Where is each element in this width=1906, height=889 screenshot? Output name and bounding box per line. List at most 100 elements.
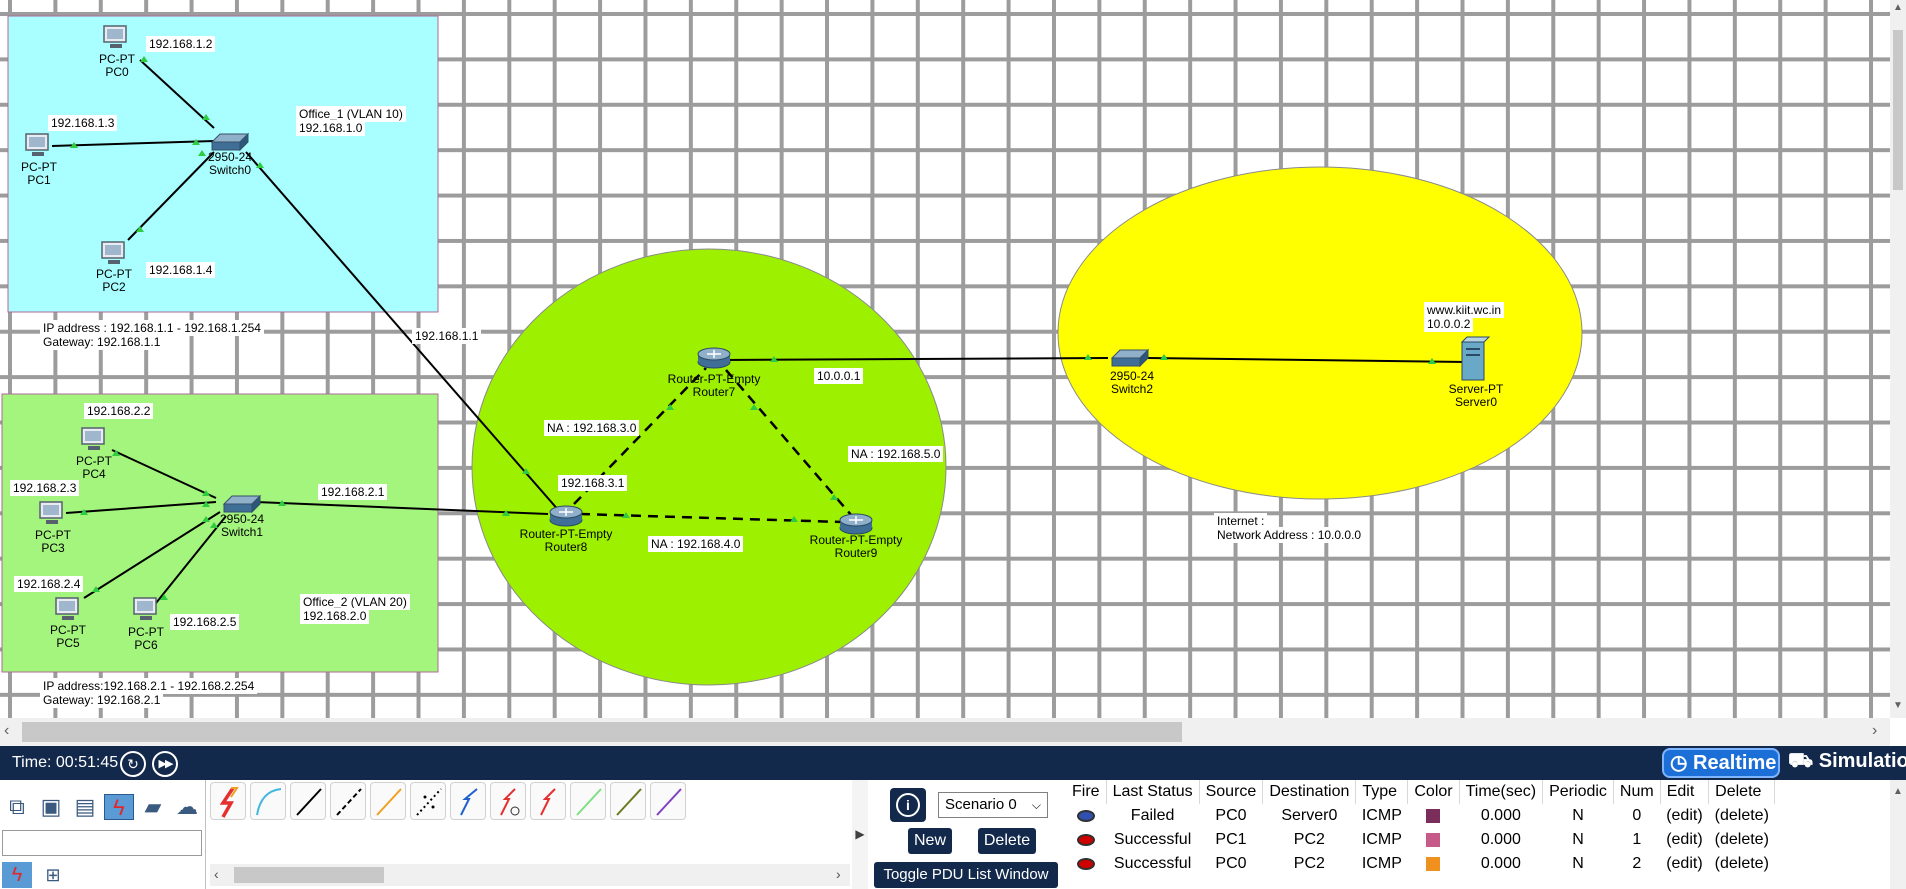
cable-scroll-thumb[interactable]: [234, 867, 384, 883]
crossover-cable-icon[interactable]: [330, 782, 366, 820]
row-edit-link[interactable]: (edit): [1666, 855, 1703, 872]
router7-icon[interactable]: [697, 347, 731, 369]
power-cycle-devices-icon[interactable]: ↻: [120, 751, 146, 777]
link-pc1-switch0[interactable]: [51, 140, 215, 147]
pc2-icon[interactable]: [101, 241, 125, 264]
multiuser-connection-icon[interactable]: ☁: [176, 794, 198, 819]
server0-icon[interactable]: [1460, 336, 1491, 381]
row-delete-link[interactable]: (delete): [1714, 807, 1769, 824]
workspace-horizontal-scrollbar[interactable]: ‹ ›: [0, 718, 1890, 746]
simulation-mode-tab[interactable]: ⛟ Simulation: [1784, 748, 1906, 778]
office1-network: 192.168.1.0: [296, 120, 366, 136]
col-time[interactable]: Time(sec): [1459, 780, 1544, 804]
miscellaneous-icon[interactable]: ▰: [144, 794, 162, 819]
link-switch1-router8[interactable]: [255, 501, 549, 515]
connections-subcategory-icon[interactable]: ϟ: [2, 862, 32, 888]
serial-dte-cable-icon[interactable]: [530, 782, 566, 820]
row-status: Successful: [1113, 831, 1192, 848]
table-scroll-up-icon[interactable]: ▲: [1893, 786, 1903, 797]
link-pc6-switch1[interactable]: [151, 515, 227, 609]
scroll-up-icon[interactable]: ▲: [1893, 2, 1903, 13]
grid-subcategory-icon[interactable]: ⊞: [45, 865, 61, 885]
toggle-pdu-list-button[interactable]: Toggle PDU List Window: [874, 862, 1058, 888]
connections-icon[interactable]: ϟ: [104, 794, 134, 820]
link-router8-router7[interactable]: [573, 367, 707, 505]
octal-cable-icon[interactable]: [570, 782, 606, 820]
col-color[interactable]: Color: [1407, 780, 1460, 804]
link-pc0-switch0[interactable]: [139, 59, 215, 129]
fiber-cable-icon[interactable]: [370, 782, 406, 820]
cable-scroll-left-icon[interactable]: ‹: [214, 866, 219, 882]
link-switch2-server0[interactable]: [1147, 357, 1467, 363]
row-delete-link[interactable]: (delete): [1714, 855, 1769, 872]
pc1-icon[interactable]: [25, 133, 49, 156]
straight-through-cable-icon[interactable]: [290, 782, 326, 820]
router8-icon[interactable]: [549, 505, 583, 527]
scroll-right-icon[interactable]: ›: [1872, 722, 1878, 739]
delete-scenario-button[interactable]: Delete: [978, 828, 1036, 854]
new-scenario-button[interactable]: New: [908, 828, 952, 854]
link-switch0-router8[interactable]: [245, 151, 561, 513]
pc4-icon[interactable]: [81, 427, 105, 450]
switch0-icon[interactable]: [210, 132, 250, 152]
switch2-icon[interactable]: [1110, 348, 1150, 368]
col-destination[interactable]: Destination: [1262, 780, 1357, 804]
col-source[interactable]: Source: [1199, 780, 1264, 804]
horizontal-scroll-thumb[interactable]: [22, 722, 1182, 742]
col-last-status[interactable]: Last Status: [1106, 780, 1200, 804]
fast-forward-time-icon[interactable]: ▶▶: [152, 751, 178, 777]
pc5-icon[interactable]: [55, 597, 79, 620]
expand-panel-arrow-icon[interactable]: ▶: [852, 780, 868, 889]
workspace-vertical-scrollbar[interactable]: ▲ ▼: [1890, 0, 1906, 718]
scroll-left-icon[interactable]: ‹: [4, 722, 10, 739]
fire-icon[interactable]: [1077, 809, 1096, 822]
serial-dce-cable-icon[interactable]: [490, 782, 526, 820]
pc0-type: PC-PT: [99, 52, 135, 66]
usb-cable-icon[interactable]: [650, 782, 686, 820]
cable-panel-scrollbar[interactable]: ‹ ›: [210, 864, 850, 886]
row-edit-link[interactable]: (edit): [1666, 831, 1703, 848]
col-edit[interactable]: Edit: [1660, 780, 1710, 804]
link-pc3-switch1[interactable]: [65, 501, 217, 514]
vertical-scroll-thumb[interactable]: [1893, 30, 1903, 190]
pdu-table-scrollbar[interactable]: ▲: [1890, 780, 1906, 889]
col-delete[interactable]: Delete: [1708, 780, 1776, 804]
link-pc2-switch0[interactable]: [127, 151, 215, 241]
server0-type: Server-PT: [1448, 382, 1504, 396]
router9-icon[interactable]: [839, 513, 873, 535]
end-devices-icon[interactable]: ▣: [40, 794, 62, 819]
coaxial-cable-icon[interactable]: [450, 782, 486, 820]
table-row[interactable]: Successful PC0 PC2 ICMP 0.000 N 2 (edit)…: [1066, 852, 1775, 876]
link-router8-router9[interactable]: [579, 512, 843, 524]
phone-cable-icon[interactable]: [410, 782, 446, 820]
link-router7-router9[interactable]: [725, 369, 853, 517]
row-delete-link[interactable]: (delete): [1714, 831, 1769, 848]
table-row[interactable]: Successful PC1 PC2 ICMP 0.000 N 1 (edit)…: [1066, 828, 1775, 852]
col-type[interactable]: Type: [1355, 780, 1409, 804]
fire-icon[interactable]: [1077, 857, 1096, 870]
link-pc4-switch1[interactable]: [111, 449, 217, 499]
iot-custom-cable-icon[interactable]: [610, 782, 646, 820]
table-row[interactable]: Failed PC0 Server0 ICMP 0.000 N 0 (edit)…: [1066, 804, 1775, 828]
network-devices-icon[interactable]: ⧉: [9, 794, 25, 819]
components-icon[interactable]: ▤: [74, 794, 96, 819]
link-pc5-switch1[interactable]: [83, 511, 221, 599]
col-periodic[interactable]: Periodic: [1542, 780, 1614, 804]
pc3-icon[interactable]: [39, 501, 63, 524]
pc0-icon[interactable]: [103, 25, 127, 48]
col-fire[interactable]: Fire: [1066, 780, 1107, 804]
scenario-info-button[interactable]: i: [890, 788, 926, 822]
scenario-select[interactable]: Scenario 0⌵: [938, 792, 1048, 818]
realtime-mode-tab[interactable]: ◷ Realtime: [1662, 748, 1780, 778]
link-router7-switch2[interactable]: [721, 357, 1109, 361]
scroll-down-icon[interactable]: ▼: [1893, 700, 1903, 711]
cable-scroll-right-icon[interactable]: ›: [836, 866, 841, 882]
col-num[interactable]: Num: [1613, 780, 1661, 804]
fire-icon[interactable]: [1077, 833, 1096, 846]
switch1-icon[interactable]: [222, 494, 262, 514]
row-edit-link[interactable]: (edit): [1666, 807, 1703, 824]
pc6-icon[interactable]: [133, 597, 157, 620]
automatic-cable-icon[interactable]: [210, 782, 246, 820]
console-cable-icon[interactable]: [250, 782, 286, 820]
